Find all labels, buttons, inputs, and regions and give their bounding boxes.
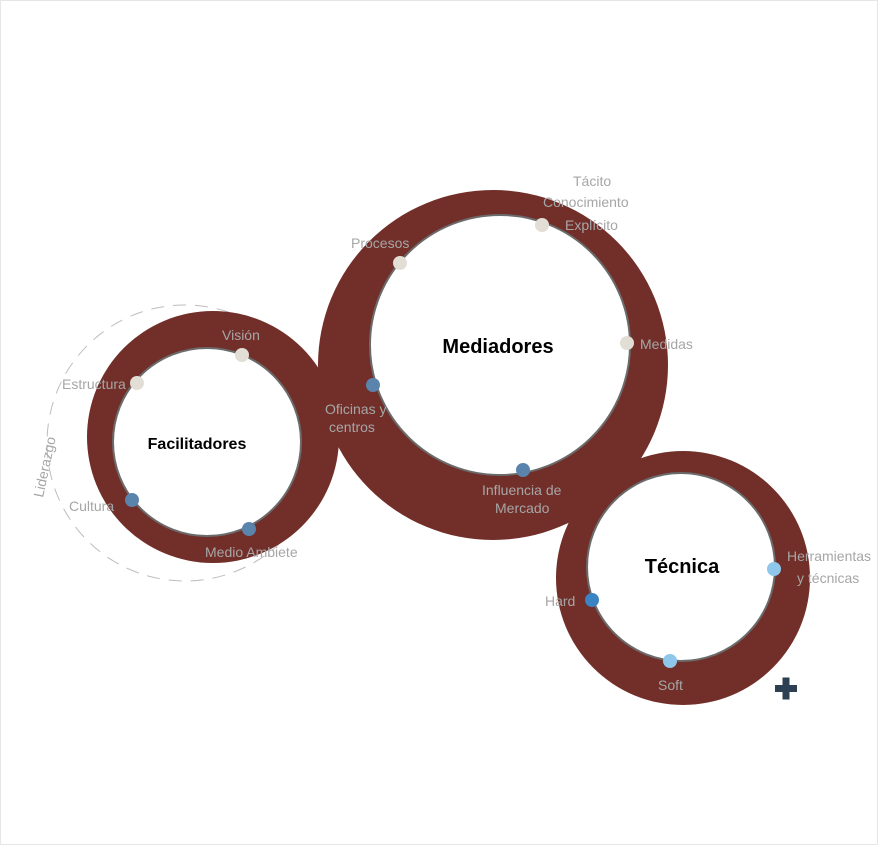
- node-label-vision: Visión: [222, 327, 260, 343]
- node-dot-estructura: [130, 376, 144, 390]
- node-label-oficinas-line2: centros: [329, 419, 375, 435]
- node-label-estructura: Estructura: [62, 376, 126, 392]
- node-dot-medidas: [620, 336, 634, 350]
- node-label-oficinas-line1: Oficinas y: [325, 401, 386, 417]
- mediadores-title: Mediadores: [442, 336, 553, 358]
- node-dot-hard: [585, 593, 599, 607]
- node-label-hard: Hard: [545, 593, 575, 609]
- node-dot-oficinas: [366, 378, 380, 392]
- node-dot-soft: [663, 654, 677, 668]
- node-dot-procesos: [393, 256, 407, 270]
- node-label-influencia-line1: Influencia de: [482, 482, 562, 498]
- tecnica-title: Técnica: [645, 556, 720, 578]
- node-dot-influencia: [516, 463, 530, 477]
- facilitadores-title: Facilitadores: [148, 436, 247, 453]
- node-label-cultura: Cultura: [69, 498, 114, 514]
- node-label-explicito: Explícito: [565, 217, 618, 233]
- node-label-herramientas-line2: y técnicas: [797, 570, 859, 586]
- node-dot-cultura: [125, 493, 139, 507]
- node-dot-medio-ambiente: [242, 522, 256, 536]
- node-label-medidas: Medidas: [640, 336, 693, 352]
- node-label-conocimiento: Conocimiento: [543, 194, 629, 210]
- node-label-herramientas-line1: Herramientas: [787, 548, 871, 564]
- node-label-tacito: Tácito: [573, 173, 611, 189]
- node-label-influencia-line2: Mercado: [495, 500, 550, 516]
- node-dot-explicito: [535, 218, 549, 232]
- plus-icon[interactable]: [775, 677, 797, 700]
- node-label-procesos: Procesos: [351, 235, 409, 251]
- node-dot-vision: [235, 348, 249, 362]
- node-dot-herramientas: [767, 562, 781, 576]
- facilitadores-inner-circle: [112, 347, 302, 537]
- node-label-soft: Soft: [658, 677, 683, 693]
- node-label-medio-ambiente: Medio Ambiete: [205, 544, 298, 560]
